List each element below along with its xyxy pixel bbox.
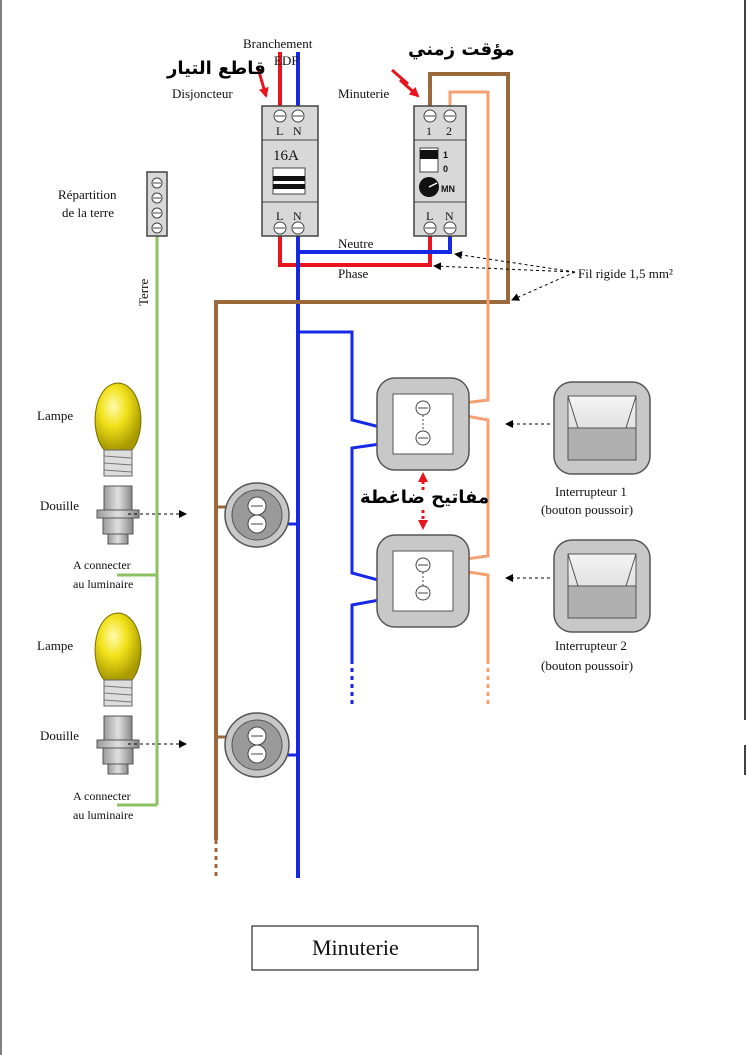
label-de-la-terre: de la terre xyxy=(62,205,114,220)
label-bouton-poussoir-2: (bouton poussoir) xyxy=(541,658,633,673)
neutral-to-timer-wire xyxy=(298,236,452,254)
label-breaker-arabic: قاطع التيار xyxy=(166,58,266,79)
pushbutton-box-1 xyxy=(376,377,470,471)
label-interrupteur-2: Interrupteur 2 xyxy=(555,638,627,653)
caption-title: Minuterie xyxy=(312,935,399,960)
label-connect-2b: au luminaire xyxy=(73,808,133,822)
timer-mode-label: MN xyxy=(441,184,455,194)
lamp-holder-2 xyxy=(96,715,140,775)
breaker-rating: 16A xyxy=(273,148,299,164)
timer-switch-on: 1 xyxy=(443,150,448,160)
label-terre: Terre xyxy=(136,279,151,306)
label-disjoncteur: Disjoncteur xyxy=(172,86,233,101)
label-douille-1: Douille xyxy=(40,498,79,513)
timer-term-bot-l: L xyxy=(426,209,433,223)
pushbutton-box-2 xyxy=(376,534,470,628)
timer-term-top-1: 1 xyxy=(426,124,432,138)
label-branchement: Branchement xyxy=(243,36,313,51)
caption-box xyxy=(251,925,479,971)
timer-switch-off: 0 xyxy=(443,164,448,174)
lamp-1 xyxy=(94,382,142,477)
earth-terminal-block xyxy=(146,171,168,237)
label-connect-1b: au luminaire xyxy=(73,577,133,591)
breaker-term-top-l: L xyxy=(276,124,283,138)
label-connect-2a: A connecter xyxy=(73,789,131,803)
label-repartition: Répartition xyxy=(58,187,117,202)
label-timer-arabic: مؤقت زمني xyxy=(408,39,515,60)
label-pushbuttons-arabic: مفاتيح ضاغطة xyxy=(360,487,489,508)
neutral-switch-branch xyxy=(298,330,424,660)
timer-term-bot-n: N xyxy=(445,209,454,223)
lamp-holder-1 xyxy=(96,485,140,545)
pointer-arrows xyxy=(128,251,576,748)
label-edf: EDF xyxy=(274,53,299,68)
label-phase: Phase xyxy=(338,266,369,281)
lamp-2 xyxy=(94,612,142,707)
label-fil-rigide: Fil rigide 1,5 mm² xyxy=(578,266,673,281)
label-lampe-1: Lampe xyxy=(37,408,73,423)
red-annotation-arrows xyxy=(256,67,428,530)
interrupteur-2-faceplate[interactable] xyxy=(553,539,651,633)
timer-term-top-2: 2 xyxy=(446,124,452,138)
breaker-term-bot-l: L xyxy=(276,209,283,223)
breaker-term-top-n: N xyxy=(293,124,302,138)
breaker-term-bot-n: N xyxy=(293,209,302,223)
label-minuterie-device: Minuterie xyxy=(338,86,389,101)
label-lampe-2: Lampe xyxy=(37,638,73,653)
breaker-disjoncteur: L N 16A L N xyxy=(261,105,319,237)
interrupteur-1-faceplate[interactable] xyxy=(553,381,651,475)
timer-lamp-return-wire xyxy=(214,72,510,840)
timer-minuterie: 1 2 1 0 MN L N xyxy=(413,105,467,237)
label-connect-1a: A connecter xyxy=(73,558,131,572)
label-bouton-poussoir-1: (bouton poussoir) xyxy=(541,502,633,517)
ceiling-connector-2 xyxy=(224,712,290,778)
label-neutre: Neutre xyxy=(338,236,374,251)
ceiling-connector-1 xyxy=(224,482,290,548)
label-interrupteur-1: Interrupteur 1 xyxy=(555,484,627,499)
label-douille-2: Douille xyxy=(40,728,79,743)
